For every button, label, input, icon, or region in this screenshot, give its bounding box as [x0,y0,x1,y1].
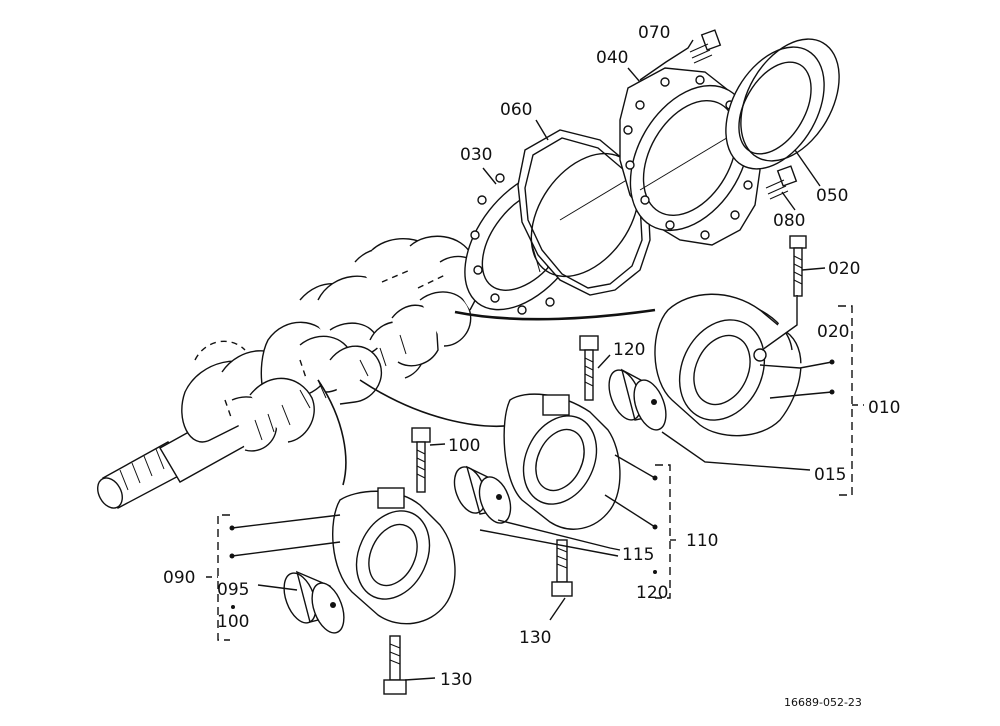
callout-020-bolt: 020 [828,259,860,279]
bearing-case-010 [654,293,802,437]
bearing-115 [453,465,512,524]
assembly-line-3 [317,379,347,486]
callout-100-group: 100 [217,612,249,632]
bolt-100 [411,427,431,493]
callout-100-bolt: 100 [448,436,480,456]
bolt-070 [689,29,722,64]
callout-090: 090 [163,568,195,588]
callout-020-group: 020 [817,322,849,342]
callout-070: 070 [638,23,670,43]
callout-040: 040 [596,48,628,68]
bolt-130-lower [383,635,407,695]
housing-040 [619,67,761,246]
bolt-120 [579,335,599,401]
plate-060 [517,129,661,296]
leader-lines [231,39,833,681]
oil-seal-050 [725,38,840,170]
bolt-130-upper [551,539,573,597]
callout-060: 060 [500,100,532,120]
callout-030: 030 [460,145,492,165]
callout-120-bolt: 120 [613,340,645,360]
assembly-line-2 [359,379,516,427]
assembly-line-1 [454,308,656,321]
callout-080: 080 [773,211,805,231]
drawing-reference: 16689-052-23 [784,696,862,709]
callout-130-lower: 130 [440,670,472,690]
bearing-case-090 [332,487,456,625]
bolt-020 [789,235,807,297]
leader-dots [229,359,835,609]
bearing-095 [283,570,345,634]
bolt-080 [765,165,798,200]
bearing-case-110 [503,393,621,530]
callout-115: 115 [622,545,654,565]
callout-050: 050 [816,186,848,206]
callout-120-group: 120 [636,583,668,603]
bearing-015 [608,368,667,431]
callout-010: 010 [868,398,900,418]
callout-110: 110 [686,531,718,551]
callout-labels: 070 040 060 030 050 080 020 020 010 015 … [163,23,900,709]
callout-015: 015 [814,465,846,485]
callout-095: 095 [217,580,249,600]
group-brackets [206,305,864,641]
callout-130-upper: 130 [519,628,551,648]
crankshaft [97,235,487,509]
